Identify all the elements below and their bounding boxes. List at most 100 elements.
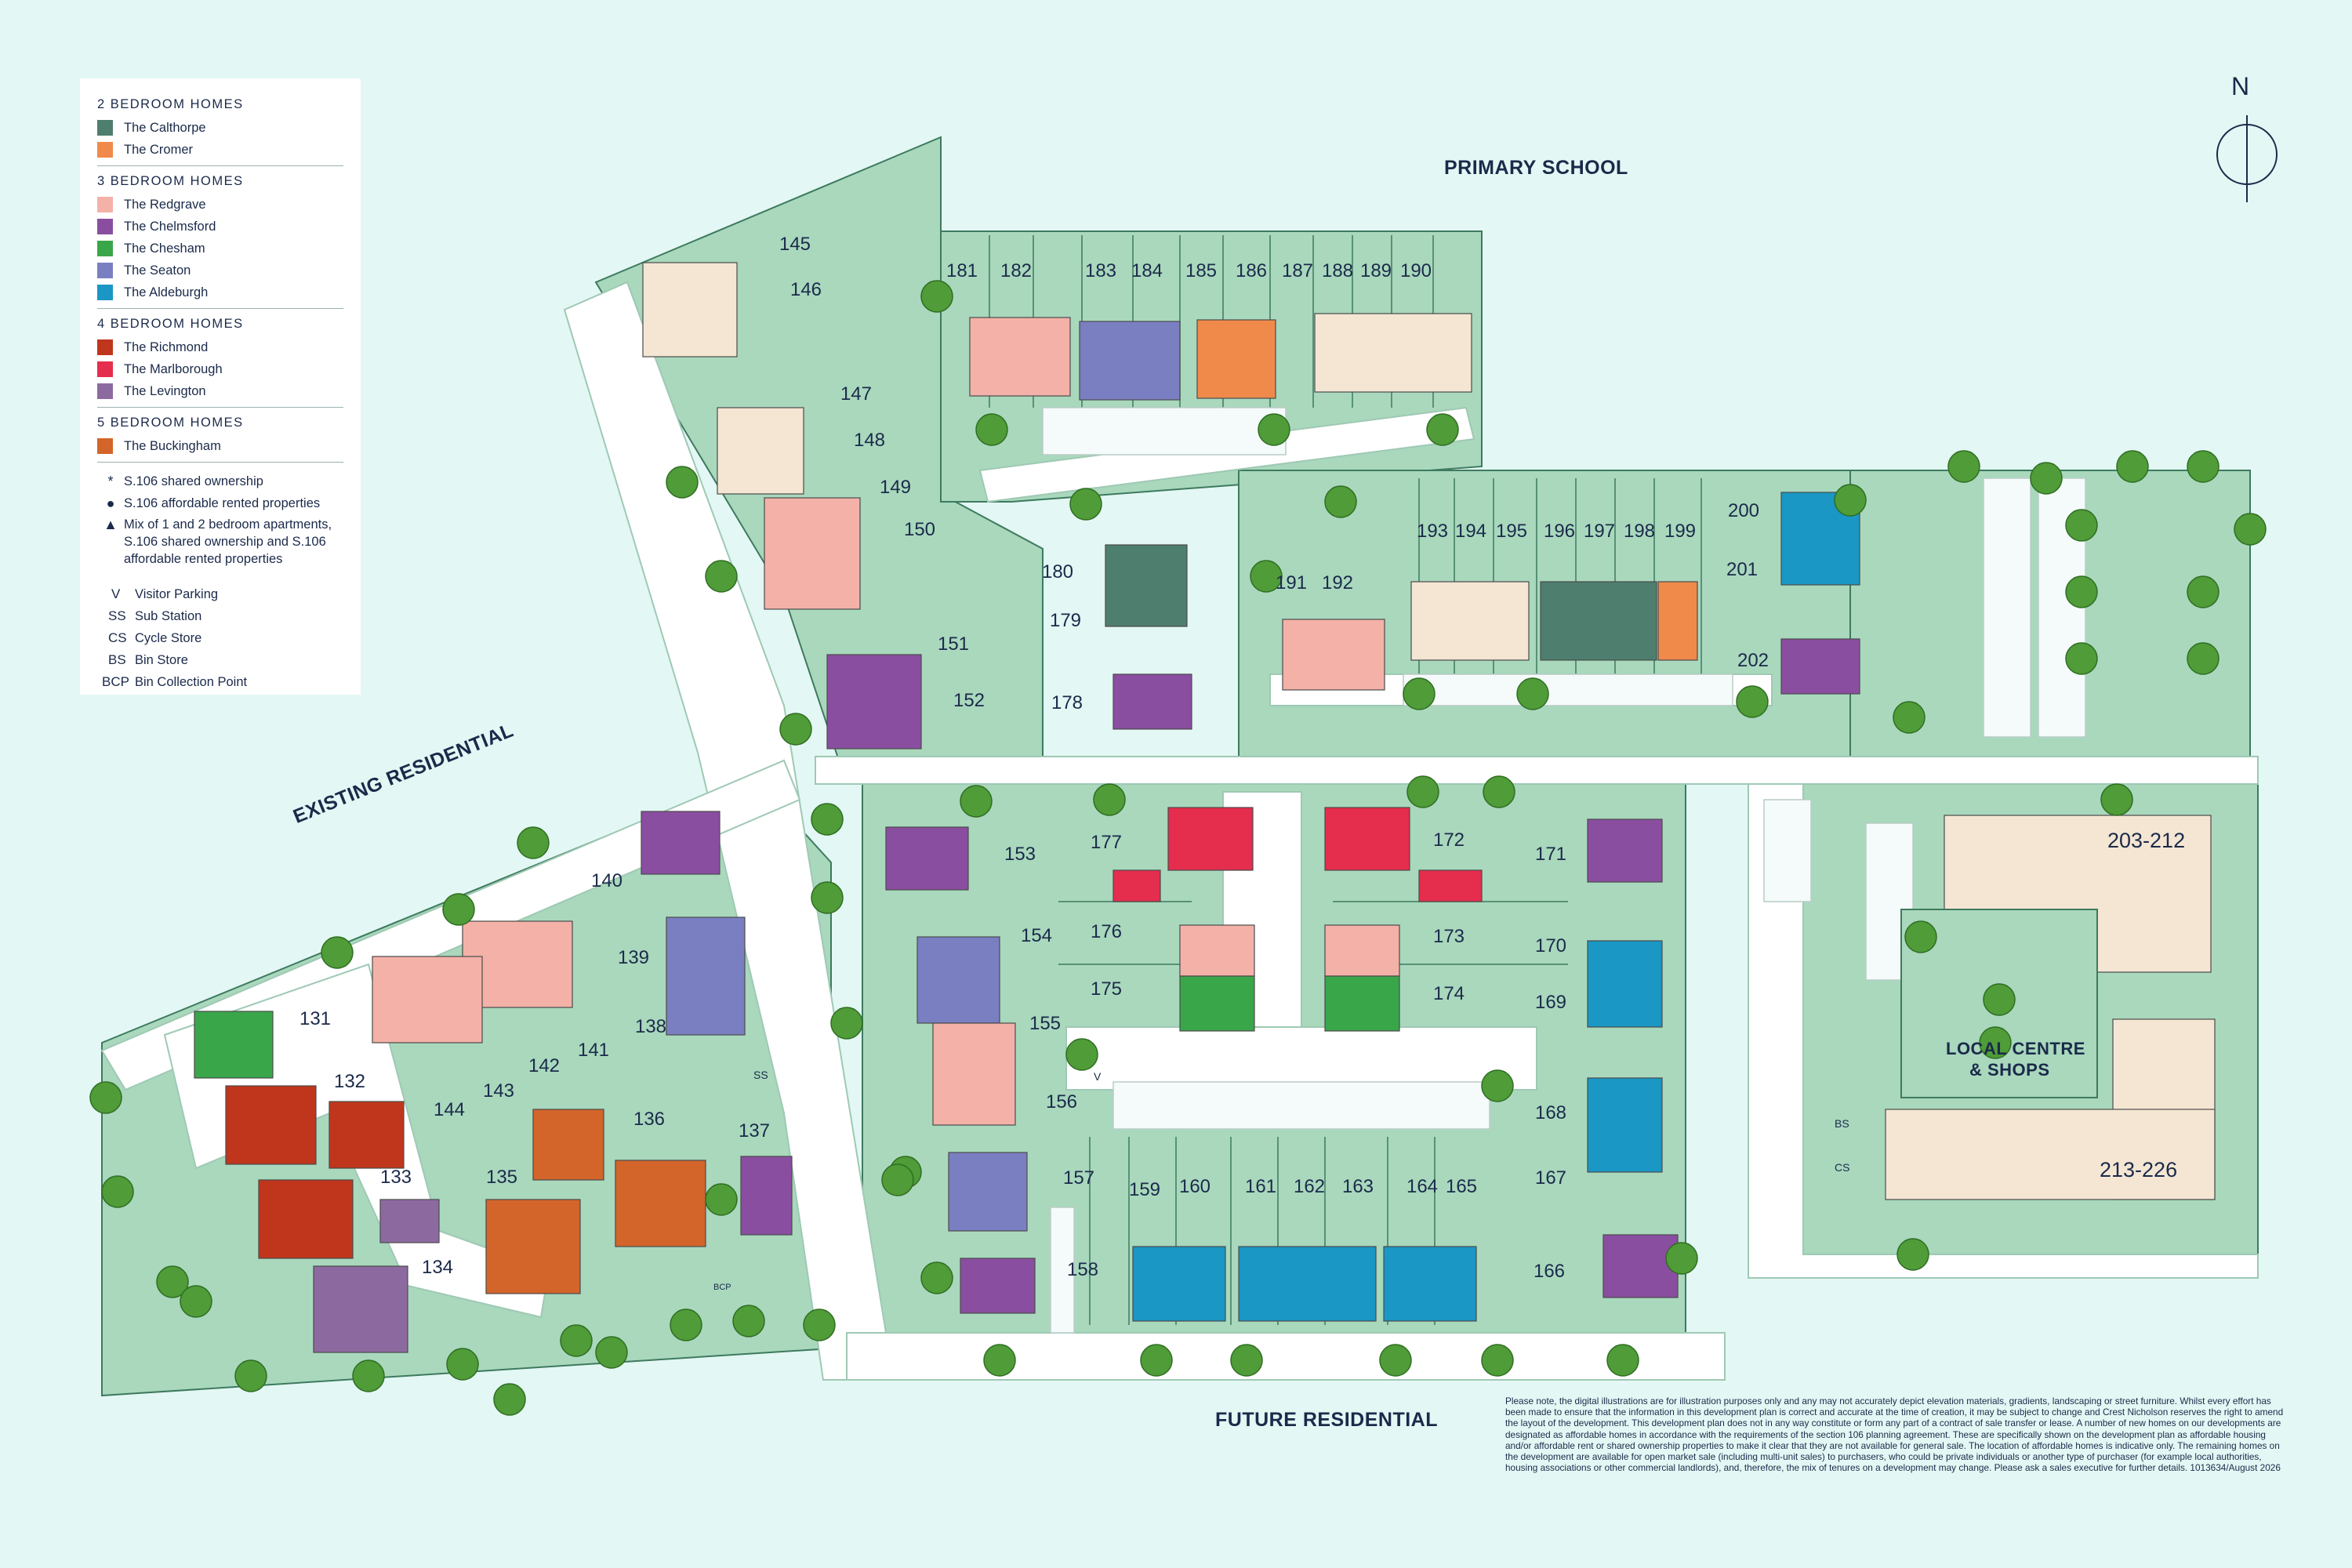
legend-swatch <box>97 285 113 300</box>
legend-item-cromer: The Cromer <box>97 139 343 161</box>
house-157 <box>948 1152 1028 1232</box>
legend-abbr-label: Visitor Parking <box>135 586 219 601</box>
house-155 <box>932 1022 1016 1126</box>
plot-number: 178 <box>1051 692 1083 713</box>
house-185 <box>1196 319 1276 399</box>
legend-heading: 3 BEDROOM HOMES <box>97 174 244 188</box>
house-133r <box>328 1101 405 1169</box>
house-176 <box>1179 924 1255 977</box>
bin-store-label: BS <box>1835 1117 1849 1130</box>
plot-number: 137 <box>738 1120 771 1142</box>
legend-item-label: The Marlborough <box>124 361 223 376</box>
legend-swatch <box>97 263 113 278</box>
plot-number: 156 <box>1045 1091 1078 1112</box>
plot-number: 151 <box>937 633 970 655</box>
plot-number: 187 <box>1281 260 1314 281</box>
plot-number: 175 <box>1090 978 1123 1000</box>
plot-number: 152 <box>953 690 985 711</box>
house-174 <box>1324 975 1400 1032</box>
legend-swatch <box>97 197 113 212</box>
plot-number: 145 <box>779 234 811 255</box>
house-178 <box>1112 673 1192 730</box>
plot-number: 146 <box>789 279 822 300</box>
plot-number: 181 <box>946 260 978 281</box>
house-166 <box>1602 1234 1679 1298</box>
local-centre-label-line1: LOCAL CENTRE <box>1946 1039 2085 1058</box>
legend-symbol-shared-ownership: *S.106 shared ownership <box>97 470 343 492</box>
plot-number: 147 <box>840 383 873 405</box>
house-135 <box>485 1199 581 1294</box>
plot-number: 189 <box>1359 260 1392 281</box>
plot-number: 171 <box>1534 844 1567 865</box>
plot-number: 188 <box>1321 260 1354 281</box>
house-143 <box>372 956 483 1044</box>
legend-item-levington: The Levington <box>97 380 343 402</box>
legend-heading: 4 BEDROOM HOMES <box>97 317 244 331</box>
legend-swatch <box>97 241 113 256</box>
plot-number: 196 <box>1543 521 1576 542</box>
house-133 <box>258 1179 354 1259</box>
plot-number: 132 <box>333 1071 366 1092</box>
legend-item-label: The Buckingham <box>124 438 221 453</box>
legend-item-calthorpe: The Calthorpe <box>97 117 343 139</box>
future-residential-label: FUTURE RESIDENTIAL <box>1215 1409 1438 1431</box>
plot-number: 195 <box>1495 521 1528 542</box>
legend-group-2-bed: 2 BEDROOM HOMES The Calthorpe The Cromer <box>97 97 343 161</box>
house-154 <box>916 936 1000 1024</box>
plot-number: 174 <box>1432 983 1465 1004</box>
north-arrow <box>2216 115 2278 202</box>
legend-group-4-bed: 4 BEDROOM HOMES The Richmond The Marlbor… <box>97 317 343 402</box>
plot-number: 142 <box>528 1055 561 1076</box>
house-199 <box>1657 581 1698 661</box>
legend-heading: 2 BEDROOM HOMES <box>97 97 244 111</box>
house-150 <box>764 497 861 610</box>
legend-swatch <box>97 361 113 377</box>
legend-swatch <box>97 142 113 158</box>
house-134 <box>313 1265 408 1353</box>
asterisk-icon: * <box>107 473 114 489</box>
legend-item-marlborough: The Marlborough <box>97 358 343 380</box>
plot-number: 184 <box>1131 260 1163 281</box>
legend-item-chelmsford: The Chelmsford <box>97 216 343 238</box>
plot-number: 153 <box>1004 844 1036 865</box>
house-136 <box>615 1160 706 1247</box>
plot-number: 150 <box>903 519 936 540</box>
plot-number: 199 <box>1664 521 1697 542</box>
plot-number: 172 <box>1432 829 1465 851</box>
house-153 <box>885 826 969 891</box>
house-177b <box>1112 869 1161 902</box>
legend-swatch <box>97 339 113 355</box>
houses <box>194 262 2216 1353</box>
plot-number: 194 <box>1454 521 1487 542</box>
plot-number: 167 <box>1534 1167 1567 1189</box>
legend-group-5-bed: 5 BEDROOM HOMES The Buckingham <box>97 416 343 457</box>
house-182 <box>969 317 1071 397</box>
legend-item-label: The Seaton <box>124 263 191 278</box>
legend-item-chesham: The Chesham <box>97 238 343 260</box>
legend-swatch <box>97 383 113 399</box>
plot-number: 154 <box>1020 925 1053 946</box>
legend-item-richmond: The Richmond <box>97 336 343 358</box>
legend-item-label: The Calthorpe <box>124 120 206 135</box>
legend-swatch <box>97 219 113 234</box>
sub-station-label: SS <box>753 1069 768 1081</box>
house-173 <box>1324 924 1400 977</box>
plot-number: 170 <box>1534 935 1567 956</box>
plot-number: 134 <box>421 1257 454 1278</box>
plot-number: 140 <box>590 870 623 891</box>
triangle-icon: ▲ <box>103 517 118 532</box>
legend-symbols: *S.106 shared ownership ● S.106 affordabl… <box>97 470 343 568</box>
legend-item-label: The Cromer <box>124 142 194 157</box>
legend-symbol-label: S.106 affordable rented properties <box>124 495 321 510</box>
house-137 <box>740 1156 793 1236</box>
house-139 <box>666 916 746 1036</box>
visitor-parking-label: V <box>1094 1070 1102 1083</box>
legend-symbol-apartments: ▲Mix of 1 and 2 bedroom apartments, S.10… <box>97 516 343 568</box>
apartments-213-226-label: 213-226 <box>2100 1158 2178 1181</box>
house-159 <box>1132 1246 1226 1322</box>
plot-number: 148 <box>853 430 886 451</box>
dot-icon: ● <box>106 495 115 511</box>
plot-number: 192 <box>1321 572 1354 593</box>
